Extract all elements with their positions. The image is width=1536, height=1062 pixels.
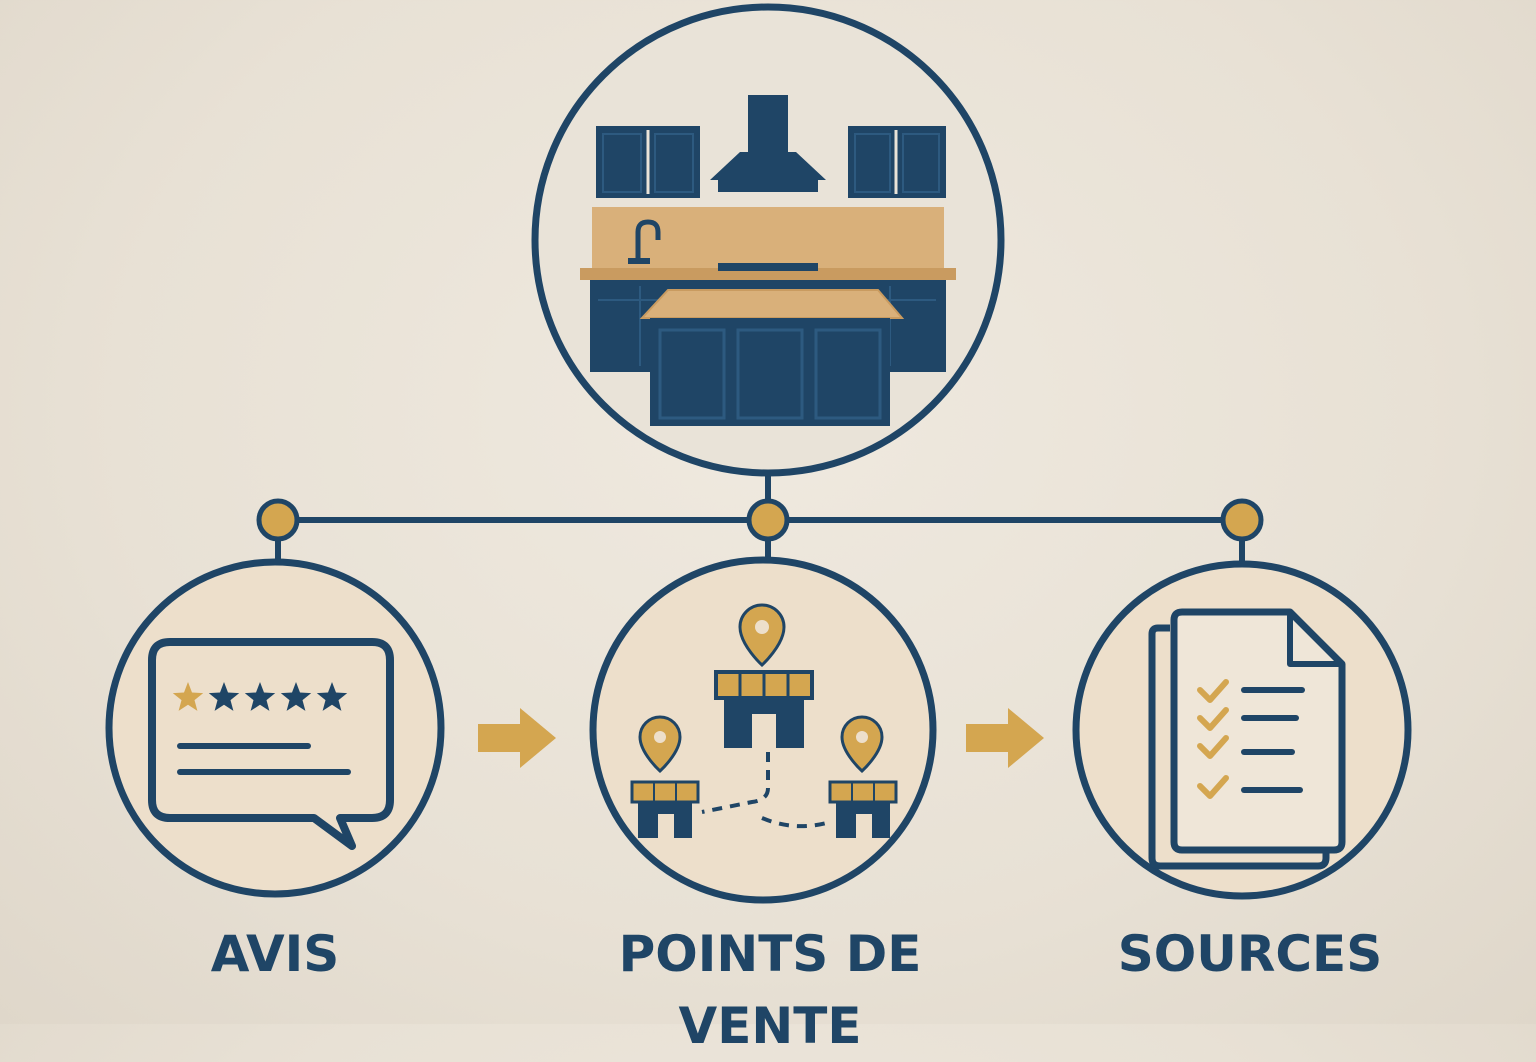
star-icon [208,682,240,711]
star-icon [316,682,348,711]
sources-node [1072,560,1412,900]
avis-node [105,558,445,898]
points-de-vente-label: POINTS DE VENTE [618,925,922,1055]
connector-dots [256,498,1264,542]
document-checklist-icon [1148,608,1346,870]
star-icon [244,682,276,711]
flow-diagram [105,3,1412,904]
diagram-canvas: AVIS POINTS DE VENTE SOURCES [105,3,1412,1055]
store-locations-icon [630,603,898,838]
arrow-right-icon-1 [478,708,556,768]
review-speech-bubble-icon [148,638,394,850]
kitchen-node [531,3,1005,477]
kitchen-icon [580,95,956,426]
star-rating [172,682,348,711]
right-junction-dot [1220,498,1264,542]
arrow-right-icon-2 [966,708,1044,768]
left-junction-dot [256,498,300,542]
star-icon [280,682,312,711]
sources-label: SOURCES [1117,925,1383,983]
star-filled-icon [172,682,204,711]
middle-junction-dot [746,498,790,542]
avis-label: AVIS [210,925,340,983]
points-de-vente-node [589,556,937,904]
